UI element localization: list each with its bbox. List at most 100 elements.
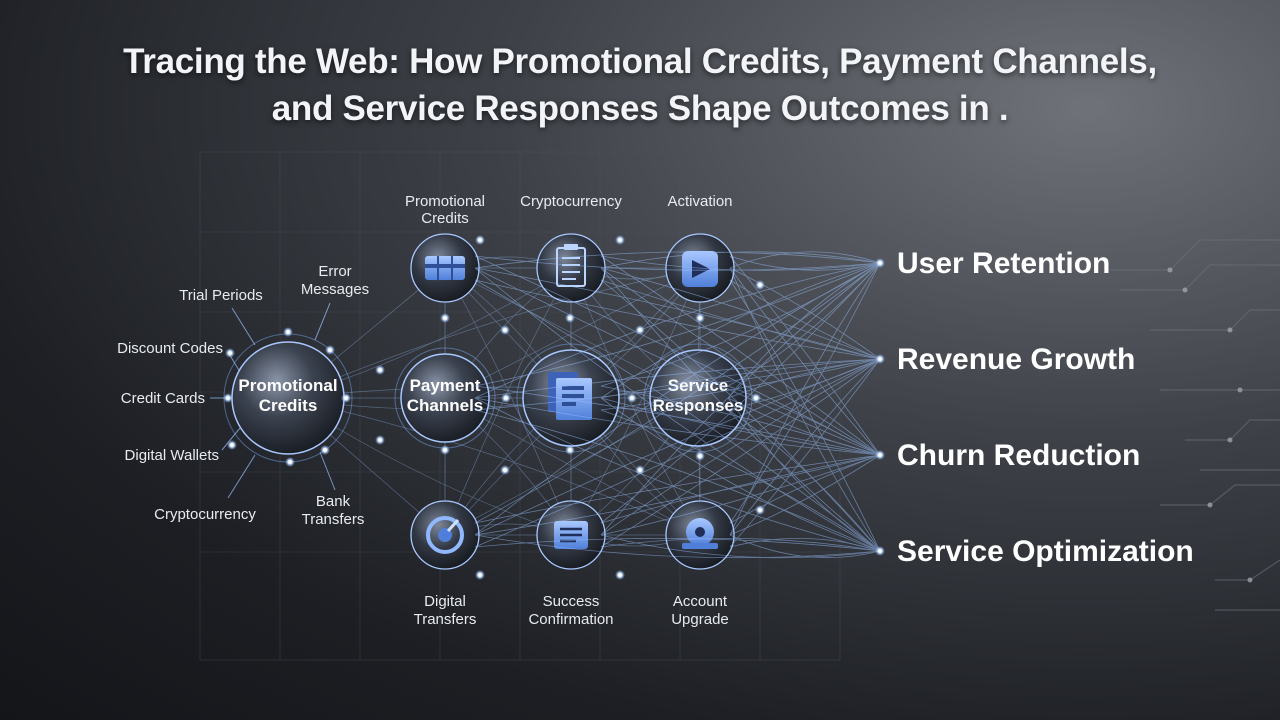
glow-dot-core [323,448,327,452]
title-line-1: Tracing the Web: How Promotional Credits… [123,42,1157,81]
connection-line [600,262,881,387]
connection-line [600,255,881,456]
top-label-promotional-credits-line2: Credits [421,210,469,227]
core-label-service-responses-line2: Responses [653,396,744,415]
connection-line [729,255,881,271]
connection-line [729,279,881,360]
left-spokes [210,302,336,499]
outcome-revenue-growth: Revenue Growth [897,343,1135,376]
connection-line [729,454,881,536]
connection-line [474,397,881,456]
glow-dot-core [230,443,234,447]
bottom-label-account-upgrade-line2: Upgrade [671,611,729,628]
connection-line [727,358,881,399]
glow-dot-core [228,351,232,355]
bottom-label-account-upgrade-line1: Account [673,593,728,610]
outcome-fan [474,251,881,559]
glow-dot-core [758,283,762,287]
glow-dot-core [478,238,482,242]
connection-line [600,454,881,524]
outcome-user-retention: User Retention [897,247,1110,280]
connection-line [729,267,881,360]
page-title: Tracing the Web: How Promotional Credits… [0,38,1280,132]
bottom-node-account-upgrade[interactable] [665,500,735,570]
top-node-promotional-credits[interactable] [410,233,480,303]
connection-line [600,267,881,552]
glow-dot-core [503,468,507,472]
connection-line [600,255,881,271]
left-label-cryptocurrency: Cryptocurrency [154,506,256,523]
connection-line [474,454,881,536]
connection-line [474,262,881,399]
glow-dot-core [288,460,292,464]
outcome-churn-reduction: Churn Reduction [897,439,1140,472]
bottom-label-digital-transfers-line1: Digital [424,593,466,610]
core-label-promotional-credits-line2: Credits [259,396,318,415]
connection-line [474,262,881,524]
core-label-payment-channels-line2: Channels [407,396,484,415]
connection-line [474,255,881,456]
glow-dot-core [618,573,622,577]
core-node-payment-channels[interactable]: Payment Channels [394,347,496,449]
connection-line [474,262,881,387]
connection-line [600,454,881,536]
glow-dot-core [226,396,230,400]
connection-line [474,409,881,552]
connection-line [600,279,881,360]
connection-line [474,397,881,552]
transfer-dial-icon [426,516,464,554]
connection-line [287,397,701,536]
glow-dot-core [503,328,507,332]
connection-line [600,358,881,548]
bottom-node-digital-transfers[interactable] [410,500,480,570]
glow-dot-core [878,549,882,553]
connection-line [474,454,881,524]
connection-line [600,251,881,269]
left-label-error-messages-line1: Error [318,263,351,280]
connection-line [729,358,881,548]
connection-line [600,267,881,360]
glow-dot-core [568,448,572,452]
connection-line [474,255,881,271]
glow-dot-core [443,448,447,452]
connection-line [600,358,881,536]
glow-dot-core [758,508,762,512]
connection-line [600,262,881,524]
connection-line [600,538,881,552]
connection-line [474,262,881,536]
glow-dot-core [698,454,702,458]
connection-line [600,267,881,456]
glow-dot-core [878,453,882,457]
connection-line [600,358,881,411]
bottom-node-success-confirmation[interactable] [536,500,606,570]
glow-dots [223,235,885,580]
connection-line [287,267,701,399]
connection-line [729,262,881,524]
glow-dot-core [638,468,642,472]
left-label-bank-transfers-line2: Transfers [302,511,365,528]
left-label-discount-codes: Discount Codes [117,340,223,357]
connection-line [729,538,881,552]
left-label-digital-wallets: Digital Wallets [125,447,219,464]
connection-line [600,409,881,552]
connection-line [729,358,881,536]
glow-dot-core [378,438,382,442]
top-node-cryptocurrency[interactable] [536,233,606,303]
connection-line [474,534,881,559]
left-label-credit-cards: Credit Cards [121,390,205,407]
glow-dot-core [478,573,482,577]
credit-cards-icon [425,256,465,280]
glow-dot-core [878,261,882,265]
glow-dot-core [328,348,332,352]
bottom-label-digital-transfers-line2: Transfers [414,611,477,628]
glow-dot-core [286,330,290,334]
connection-line [474,267,881,360]
top-label-promotional-credits-line1: Promotional [405,193,485,210]
glow-dot-core [618,238,622,242]
connection-line [474,358,881,536]
left-label-bank-transfers-line1: Bank [316,493,351,510]
top-label-activation: Activation [667,193,732,210]
connection-line [729,454,881,524]
glow-dot-core [443,316,447,320]
connection-line [729,279,881,552]
